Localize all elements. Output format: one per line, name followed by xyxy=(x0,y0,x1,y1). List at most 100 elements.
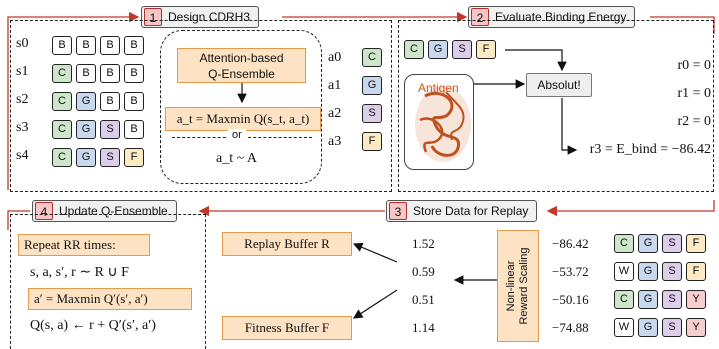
token-b: B xyxy=(124,92,144,111)
token-c: C xyxy=(52,148,72,167)
binding-energy: −74.88 xyxy=(552,320,589,335)
token-f: F xyxy=(362,132,382,151)
token-b: B xyxy=(100,92,120,111)
action-label: a0 xyxy=(328,50,342,65)
arrow-absolut-to-r3 xyxy=(561,98,578,155)
evaluate-panel xyxy=(398,20,714,192)
token-f: F xyxy=(476,40,496,59)
state-label: s0 xyxy=(16,36,29,51)
reward-scaling-line2: Reward Scaling xyxy=(518,247,530,325)
token-c: C xyxy=(614,290,634,309)
arrow-into-step1 xyxy=(7,11,140,190)
state-label: s2 xyxy=(16,92,29,107)
antigen-protein-icon xyxy=(415,86,471,162)
token-g: G xyxy=(428,40,448,59)
reward-r2: r2 = 0 xyxy=(677,114,711,129)
token-s: S xyxy=(362,104,382,123)
token-b: B xyxy=(76,36,96,55)
step3-label: 3 Store Data for Replay xyxy=(386,200,538,222)
token-g: G xyxy=(76,120,96,139)
binding-energy: −86.42 xyxy=(552,236,589,251)
antigen-label: Antigen xyxy=(418,81,459,95)
token-s: S xyxy=(662,318,682,337)
token-f: F xyxy=(686,234,706,253)
absolut-tool-box: Absolut! xyxy=(526,73,592,97)
token-s: S xyxy=(662,234,682,253)
token-c: C xyxy=(52,120,72,139)
reward-scaling-box: Non-linear Reward Scaling xyxy=(497,230,539,342)
reward-r3: r3 = E_bind = −86.42 xyxy=(589,142,711,157)
token-c: C xyxy=(52,92,72,111)
token-g: G xyxy=(362,76,382,95)
step2-number: 2 xyxy=(471,8,489,26)
step3-title: Store Data for Replay xyxy=(413,204,529,218)
token-b: B xyxy=(124,64,144,83)
token-w: W xyxy=(614,262,634,281)
action-label: a1 xyxy=(328,78,342,93)
token-b: B xyxy=(76,64,96,83)
token-y: Y xyxy=(686,318,706,337)
token-c: C xyxy=(614,234,634,253)
fitness-buffer-box: Fitness Buffer F xyxy=(222,316,352,340)
token-g: G xyxy=(76,148,96,167)
reward-scaling-line1: Non-linear xyxy=(505,260,517,312)
arrow-step2-right xyxy=(650,16,715,34)
antigen-box: Antigen xyxy=(404,74,474,170)
token-g: G xyxy=(638,234,658,253)
reward-scaling-label: Non-linear Reward Scaling xyxy=(505,231,531,341)
step3-number: 3 xyxy=(389,202,407,220)
state-label: s4 xyxy=(16,148,29,163)
random-policy: a_t ~ A xyxy=(216,151,258,166)
q-update-formula: Q(s, a) ← r + Q′(s′, a′) xyxy=(30,318,156,333)
state-label: s3 xyxy=(16,120,29,135)
arrow-to-fitness-buffer xyxy=(352,289,398,319)
token-b: B xyxy=(100,36,120,55)
reward-r0: r0 = 0 xyxy=(677,58,711,73)
arrow-seq-to-absolut xyxy=(505,49,567,72)
binding-energy: −53.72 xyxy=(552,264,589,279)
token-s: S xyxy=(100,120,120,139)
target-maxmin-box: a′ = Maxmin Q′(s′, a′) xyxy=(28,288,192,310)
token-s: S xyxy=(100,148,120,167)
token-b: B xyxy=(124,36,144,55)
token-c: C xyxy=(404,40,424,59)
binding-energy: −50.16 xyxy=(552,292,589,307)
update-panel xyxy=(10,214,206,349)
step1-label: 1 Design CDRH3 xyxy=(141,6,260,28)
scaled-value: 0.59 xyxy=(412,264,435,279)
step4-number: 4 xyxy=(35,202,53,220)
qensemble-line1: Attention-based xyxy=(199,51,284,65)
action-label: a2 xyxy=(328,106,342,121)
token-s: S xyxy=(662,262,682,281)
action-label: a3 xyxy=(328,134,342,149)
design-panel xyxy=(10,20,392,192)
qensemble-line2: Q-Ensemble xyxy=(208,67,275,81)
token-s: S xyxy=(452,40,472,59)
qensemble-box: Attention-based Q-Ensemble xyxy=(177,48,306,83)
qensemble-panel xyxy=(160,30,322,184)
arrow-to-step3 xyxy=(546,200,715,217)
token-b: B xyxy=(124,120,144,139)
token-b: B xyxy=(100,64,120,83)
reward-r1: r1 = 0 xyxy=(677,86,711,101)
token-s: S xyxy=(662,290,682,309)
arrow-step4-left xyxy=(7,210,30,230)
scaled-value: 1.14 xyxy=(412,320,435,335)
token-g: G xyxy=(638,318,658,337)
replay-buffer-box: Replay Buffer R xyxy=(222,232,352,256)
or-label: or xyxy=(228,129,246,141)
token-g: G xyxy=(638,290,658,309)
token-c: C xyxy=(362,48,382,67)
maxmin-policy-box: a_t = Maxmin Q(s_t, a_t) xyxy=(165,107,321,131)
arrow-to-replay-buffer xyxy=(352,242,398,263)
token-w: W xyxy=(614,318,634,337)
token-f: F xyxy=(686,262,706,281)
step1-number: 1 xyxy=(144,8,162,26)
scaled-value: 1.52 xyxy=(412,236,435,251)
token-y: Y xyxy=(686,290,706,309)
repeat-box: Repeat RR times: xyxy=(18,234,150,256)
sample-formula: s, a, s′, r ∼ R ∪ F xyxy=(30,265,129,280)
token-g: G xyxy=(76,92,96,111)
token-c: C xyxy=(52,64,72,83)
